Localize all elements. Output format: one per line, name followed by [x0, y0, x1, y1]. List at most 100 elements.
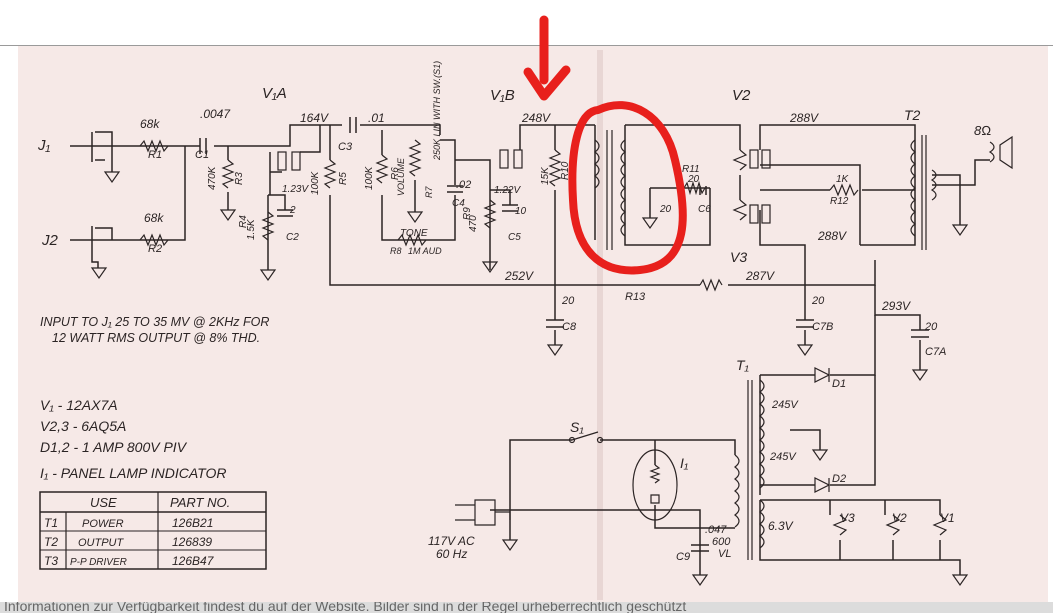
label-filament-v1: V1 — [940, 511, 955, 525]
t1-secondary — [759, 379, 765, 489]
c2-symbol — [277, 209, 293, 217]
legend-line-3: D1,2 - 1 AMP 800V PIV — [40, 439, 188, 455]
label-r11: R11 — [682, 164, 700, 175]
label-c1: C1 — [195, 149, 209, 161]
label-v2: V2 — [732, 87, 751, 104]
capacitors — [199, 117, 929, 552]
label-r3-value: 470K — [207, 165, 218, 190]
label-r4-value: 1.5K — [246, 218, 257, 240]
label-c9: C9 — [676, 551, 690, 563]
table-cell: T2 — [44, 535, 58, 549]
table-cell: P-P DRIVER — [70, 557, 127, 568]
label-v245-top: 245V — [771, 399, 799, 411]
filament-v3 — [832, 514, 848, 536]
label-r10: R10 — [560, 161, 571, 180]
label-v122: 1.22V — [494, 185, 521, 196]
r2-symbol — [139, 233, 169, 247]
r6-symbol — [375, 154, 389, 184]
table-cell: POWER — [82, 518, 124, 530]
table-header-use: USE — [90, 495, 117, 510]
label-c4-value: .02 — [456, 179, 471, 191]
t3-primary — [594, 139, 600, 189]
c9-symbol — [691, 544, 709, 552]
power-input — [455, 431, 678, 526]
r11-symbol — [683, 180, 706, 196]
legend-line-2: V2,3 - 6AQ5A — [40, 418, 126, 434]
label-v288-bottom: 288V — [817, 229, 847, 243]
left-margin — [0, 46, 18, 613]
label-r7: R7 — [424, 186, 434, 198]
label-r3: R3 — [234, 172, 245, 185]
label-v3: V3 — [730, 249, 747, 265]
table-cell: 126B47 — [172, 554, 215, 568]
label-v164: 164V — [300, 111, 329, 125]
r4-symbol — [261, 211, 275, 241]
footer-strip: Informationen zur Verfügbarkeit findest … — [0, 602, 1053, 613]
label-t1: T₁ — [736, 357, 750, 373]
note-line-1: INPUT TO J₁ 25 TO 35 MV @ 2KHz FOR — [40, 315, 269, 329]
label-c4: C4 — [452, 198, 465, 209]
t1-filament-winding — [759, 499, 765, 549]
r9-symbol — [483, 199, 497, 229]
label-c7b: C7B — [812, 321, 833, 333]
label-v287: 287V — [745, 269, 775, 283]
legend-line-4: I₁ - PANEL LAMP INDICATOR — [40, 465, 226, 481]
c7a-symbol — [911, 329, 929, 338]
label-c8-value: 20 — [561, 295, 575, 307]
label-filament-v3: V3 — [840, 511, 855, 525]
label-r5: R5 — [338, 172, 349, 185]
label-ac: 117V AC — [428, 534, 475, 548]
note-line-2: 12 WATT RMS OUTPUT @ 8% THD. — [52, 331, 260, 345]
label-v252: 252V — [504, 269, 534, 283]
c3-symbol — [349, 117, 357, 133]
table-header-part-no: PART NO. — [170, 495, 230, 510]
label-c2: C2 — [286, 232, 299, 243]
table-cell: T3 — [44, 554, 58, 568]
label-c9-voltage: 600 — [712, 536, 731, 548]
ground-symbols — [90, 171, 969, 587]
c4-symbol — [447, 185, 463, 193]
c5-symbol — [502, 204, 518, 212]
t1-primary — [734, 454, 740, 528]
highlight-circle — [568, 101, 687, 275]
t2-primary — [910, 139, 916, 237]
label-volume-pot: 250K LIN WITH SW.(S1) — [432, 61, 442, 161]
label-c7a: C7A — [925, 346, 946, 358]
label-filament-v2: V2 — [892, 511, 907, 525]
top-divider — [0, 45, 1053, 46]
label-r1: R1 — [148, 149, 162, 161]
label-v1b: V₁B — [490, 87, 515, 104]
label-c6-value: 20 — [659, 204, 672, 215]
table-cell: T1 — [44, 516, 58, 530]
table-cell: 126839 — [172, 535, 212, 549]
label-r11-value: 20 — [687, 174, 700, 185]
label-c9-value: .047 — [705, 524, 727, 536]
tube-legend: V₁ - 12AX7A V2,3 - 6AQ5A D1,2 - 1 AMP 80… — [40, 397, 226, 481]
label-d1: D1 — [832, 378, 846, 390]
label-r1-value: 68k — [140, 117, 160, 131]
label-c8: C8 — [562, 321, 577, 333]
label-r8: R8 — [390, 246, 402, 256]
label-v63: 6.3V — [768, 519, 794, 533]
legend-line-1: V₁ - 12AX7A — [40, 397, 118, 413]
c1-symbol — [199, 138, 207, 154]
label-c3: C3 — [338, 141, 353, 153]
label-v245-bottom: 245V — [769, 451, 797, 463]
footer-text: Informationen zur Verfügbarkeit findest … — [4, 602, 687, 613]
t3-secondary — [620, 139, 626, 237]
filament-v2 — [885, 514, 901, 536]
tube-elements — [277, 149, 771, 224]
label-r13: R13 — [625, 291, 646, 303]
label-v123: 1.23V — [282, 184, 309, 195]
label-r8-value: 1M AUD — [408, 246, 442, 256]
d2-symbol — [814, 477, 831, 493]
label-r5-value: 100K — [310, 170, 321, 195]
label-r9-value: 470 — [468, 215, 479, 232]
top-bar — [0, 0, 1053, 45]
r7-symbol — [408, 139, 422, 177]
r12-symbol — [829, 183, 859, 197]
label-v288-top: 288V — [789, 111, 819, 125]
label-v248: 248V — [521, 111, 551, 125]
c7b-symbol — [796, 319, 814, 328]
